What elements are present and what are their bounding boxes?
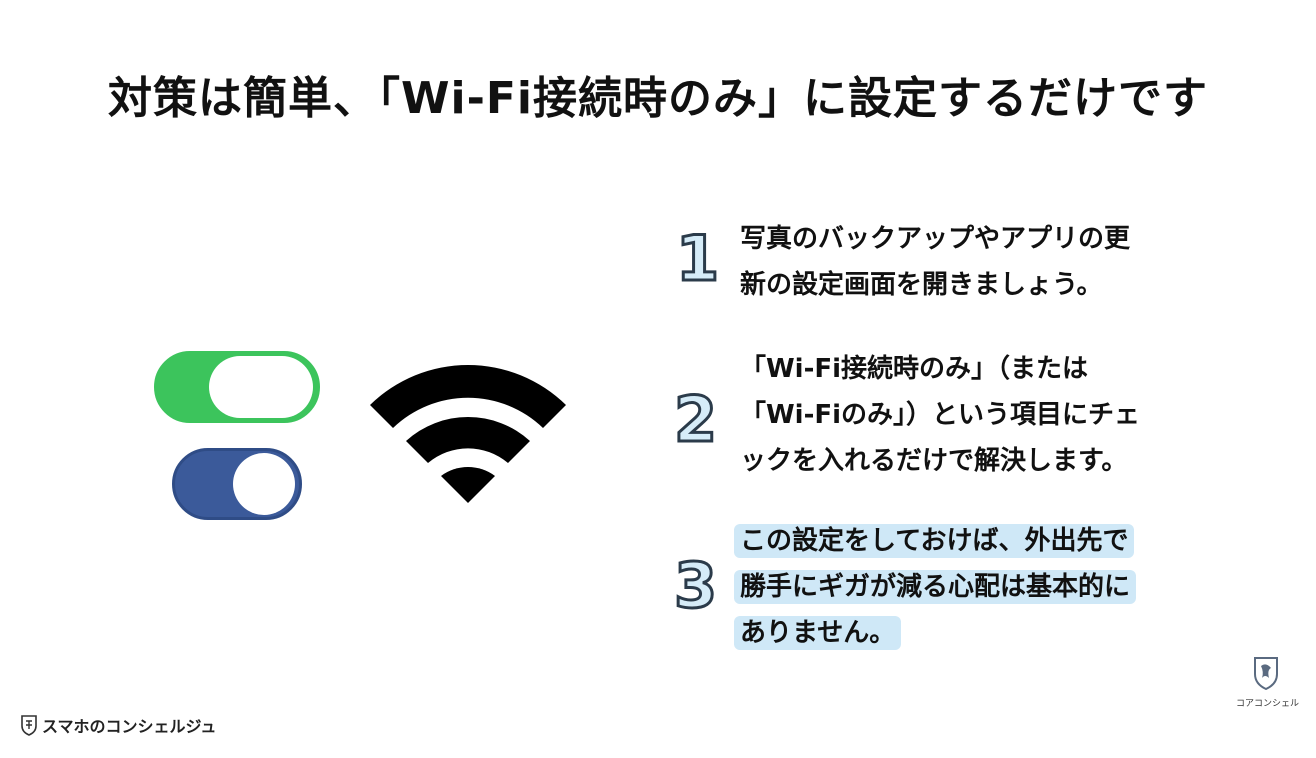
step-3-line: 勝手にギガが減る心配は基本的に [734, 570, 1137, 604]
toggle-knob [233, 453, 295, 515]
shield-icon [1254, 657, 1278, 691]
step-1-text: 写真のバックアップやアプリの更 新の設定画面を開きましょう。 [740, 216, 1130, 308]
toggle-on-blue-icon [172, 448, 302, 520]
brand-name: スマホのコンシェルジュ [42, 717, 217, 736]
step-1-number: 1 [674, 221, 720, 297]
wifi-icon [370, 364, 566, 503]
step-3-number: 3 [672, 548, 718, 624]
corner-logo-label: コアコンシェル [1236, 699, 1300, 709]
step-2-text: 「Wi-Fi接続時のみ」（または 「Wi-Fiのみ」）という項目にチェ ックを入… [740, 346, 1140, 484]
shield-icon [21, 715, 37, 736]
step-1-line: 新の設定画面を開きましょう。 [740, 270, 1103, 300]
step-2-number: 2 [672, 382, 718, 458]
corner-logo: コアコンシェル [1236, 656, 1300, 709]
step-1-line: 写真のバックアップやアプリの更 [740, 224, 1131, 254]
toggle-knob [209, 356, 313, 418]
slide-title: 対策は簡単、「Wi-Fi接続時のみ」に設定するだけです [107, 73, 1208, 124]
step-3-text: この設定をしておけば、外出先で 勝手にギガが減る心配は基本的に ありません。 [734, 518, 1137, 656]
step-2-line: 「Wi-Fiのみ」）という項目にチェ [740, 400, 1141, 430]
step-2-line: ックを入れるだけで解決します。 [740, 446, 1128, 476]
step-3-line: この設定をしておけば、外出先で [734, 524, 1135, 558]
toggle-on-green-icon [154, 351, 320, 423]
brand-logo: スマホのコンシェルジュ [20, 713, 216, 737]
step-2-line: 「Wi-Fi接続時のみ」（または [740, 354, 1089, 384]
step-3-line: ありません。 [734, 616, 902, 650]
